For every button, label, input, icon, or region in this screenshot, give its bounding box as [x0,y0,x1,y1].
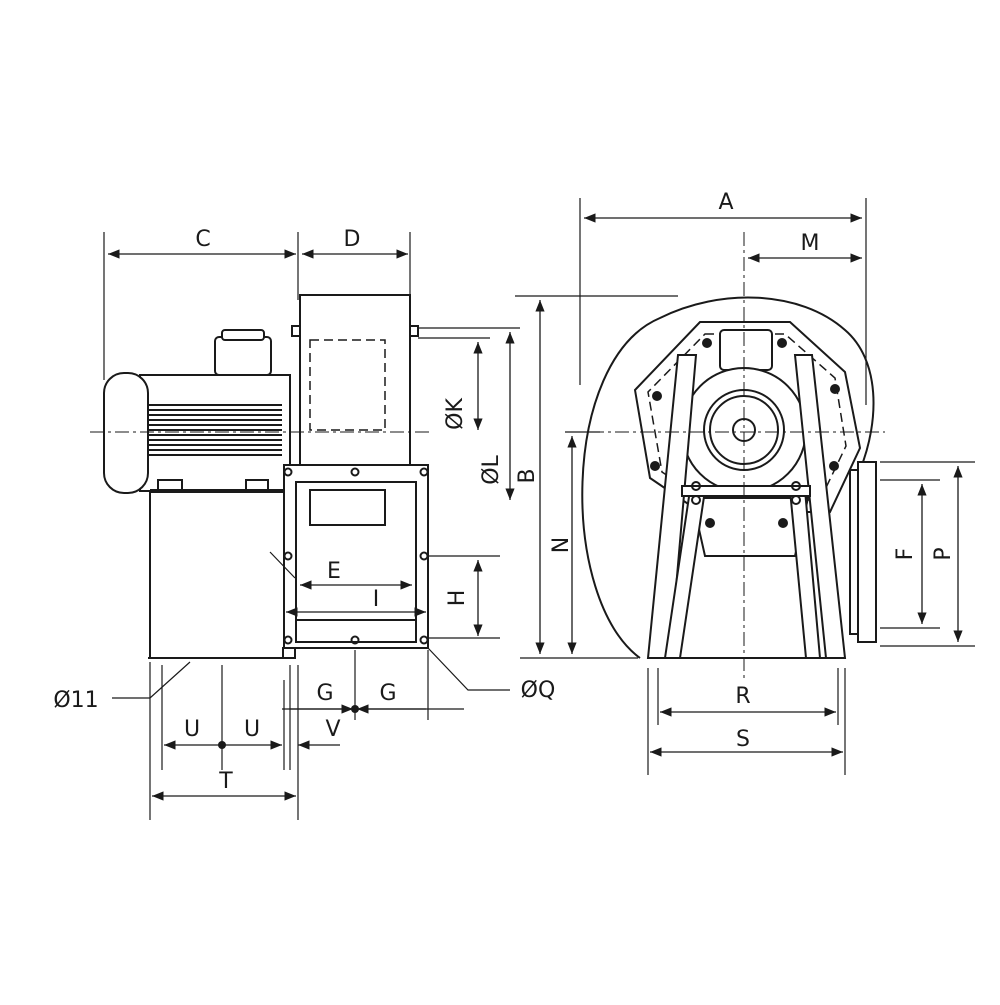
label-E: E [327,559,341,584]
label-N: N [549,537,574,553]
outlet-inner-duct [309,489,386,526]
label-S: S [736,727,750,752]
inlet-ring-dashed [647,333,847,501]
outlet-opening [295,481,417,643]
label-U1: U [184,717,200,742]
scroll-housing [581,296,875,659]
label-U2: U [244,717,260,742]
label-F: F [893,548,918,561]
leader-hole [112,661,191,699]
motor-fins [145,404,282,456]
bracket-left [291,325,301,337]
label-G1: G [316,681,333,706]
inlet-bolts [650,338,840,528]
label-I: I [373,587,380,612]
terminal-box [214,336,272,376]
plate-bolts [691,481,801,505]
label-R: R [735,684,750,709]
outlet-flange-front [857,461,877,643]
outlet-neck [849,469,859,635]
leader-Q [427,647,510,691]
lower-bracket [690,497,810,557]
label-B: B [515,468,540,483]
motor-body [139,374,291,492]
outlet-flange [283,464,429,649]
label-K: ØK [443,398,468,430]
motor-fan-cover [103,372,149,494]
label-C: C [195,227,210,252]
label-G2: G [379,681,396,706]
side-view: C D E I G G U U V T Ø11 ØQ ØK ØL H [53,227,555,820]
terminal-box-lid [221,329,265,341]
inner-impeller-hidden [309,339,386,431]
flange-holes [283,467,429,645]
label-V: V [325,717,340,742]
label-D: D [344,227,361,252]
label-L: ØL [479,454,504,484]
fan-housing-side [299,294,411,466]
base-foot [282,647,296,659]
label-M: M [801,231,820,256]
label-T: T [218,769,233,794]
cross-plate [681,485,811,497]
motor-top-box [719,329,773,371]
label-H: H [445,590,470,607]
front-view: A M R S B N F P [515,190,975,775]
label-A: A [718,190,733,215]
label-hole: Ø11 [53,688,98,713]
label-Q: ØQ [521,678,556,703]
bracket-right [409,325,419,337]
motor-stand [149,491,285,659]
label-P: P [931,547,956,560]
